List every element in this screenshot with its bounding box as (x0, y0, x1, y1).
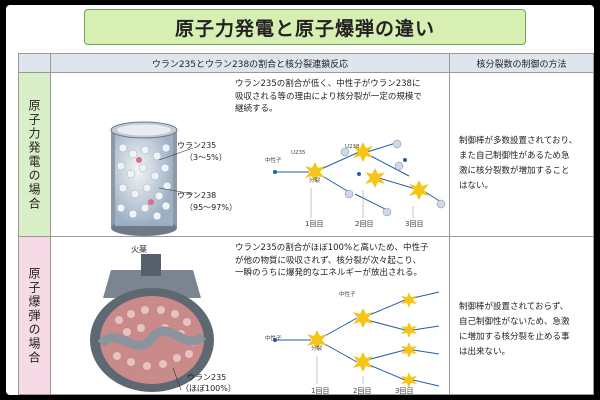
column-divider (50, 54, 51, 394)
power-description: ウラン235の割合が低く、中性子がウラン238に 吸収される等の理由により核分裂… (235, 79, 422, 114)
header-ratio: ウラン235とウラン238の割合と核分裂連鎖反応 (51, 54, 449, 73)
bomb-cross-section-illustration (90, 254, 214, 392)
u238-tag: U238 (345, 144, 360, 150)
u238-label: ウラン238 (177, 191, 217, 200)
column-divider (449, 54, 450, 394)
header-blank (19, 54, 51, 73)
header-control: 核分裂数の制御の方法 (450, 54, 593, 73)
chain-reaction-diagram-power (273, 139, 446, 218)
fission-label-bomb: 分裂 (311, 346, 323, 352)
step-3-bomb: 3回目 (395, 387, 414, 395)
u235-tag: U235 (291, 150, 306, 156)
neutron-label: 中性子 (265, 158, 282, 164)
step-1-bomb: 1回目 (311, 387, 330, 395)
step-2-bomb: 2回目 (353, 387, 372, 395)
chain-reaction-diagram-bomb (273, 291, 440, 388)
page-title: 原子力発電と原子爆弾の違い (84, 9, 526, 45)
explosive-label: 火薬 (131, 245, 147, 254)
u238-ratio: （95～97%） (185, 203, 237, 212)
fission-label: 分裂 (309, 178, 321, 184)
fuel-cylinder-illustration (110, 121, 178, 236)
step-1: 1回目 (305, 220, 324, 228)
bomb-control-text: 制御棒が設置されておらず、 自己制御性がないため、急激 に増加する核分裂を止める… (459, 302, 570, 357)
label-pointer (158, 147, 194, 195)
u235-ratio: （3～5%） (185, 153, 227, 162)
u235-label: ウラン235 (177, 141, 217, 150)
step-3: 3回目 (405, 220, 424, 228)
page-frame: 原子力発電と原子爆弾の違い ウラン235とウラン238の割合と核分裂連鎖反応 核… (6, 5, 594, 395)
u235-label-bomb: ウラン235 (187, 373, 227, 382)
u235-ratio-bomb: （ほぼ100%） (181, 384, 236, 393)
comparison-table: ウラン235とウラン238の割合と核分裂連鎖反応 核分裂数の制御の方法 原子力発… (18, 53, 594, 395)
neutron-label-bomb: 中性子 (265, 336, 282, 342)
row-label-bomb: 原子爆弾の場合 (19, 237, 50, 394)
row-divider (19, 236, 593, 237)
power-control-text: 制御棒が多数設置されており、 また自己制御性があるため急 激に核分裂数が増加する… (459, 136, 578, 191)
bomb-description: ウラン235の割合がほぼ100%と高いため、中性子 が他の物質に吸収されず、核分… (235, 243, 429, 278)
neutron-label-bomb-2: 中性子 (339, 292, 356, 298)
step-2: 2回目 (355, 220, 374, 228)
row-label-power: 原子力発電の場合 (19, 73, 50, 236)
